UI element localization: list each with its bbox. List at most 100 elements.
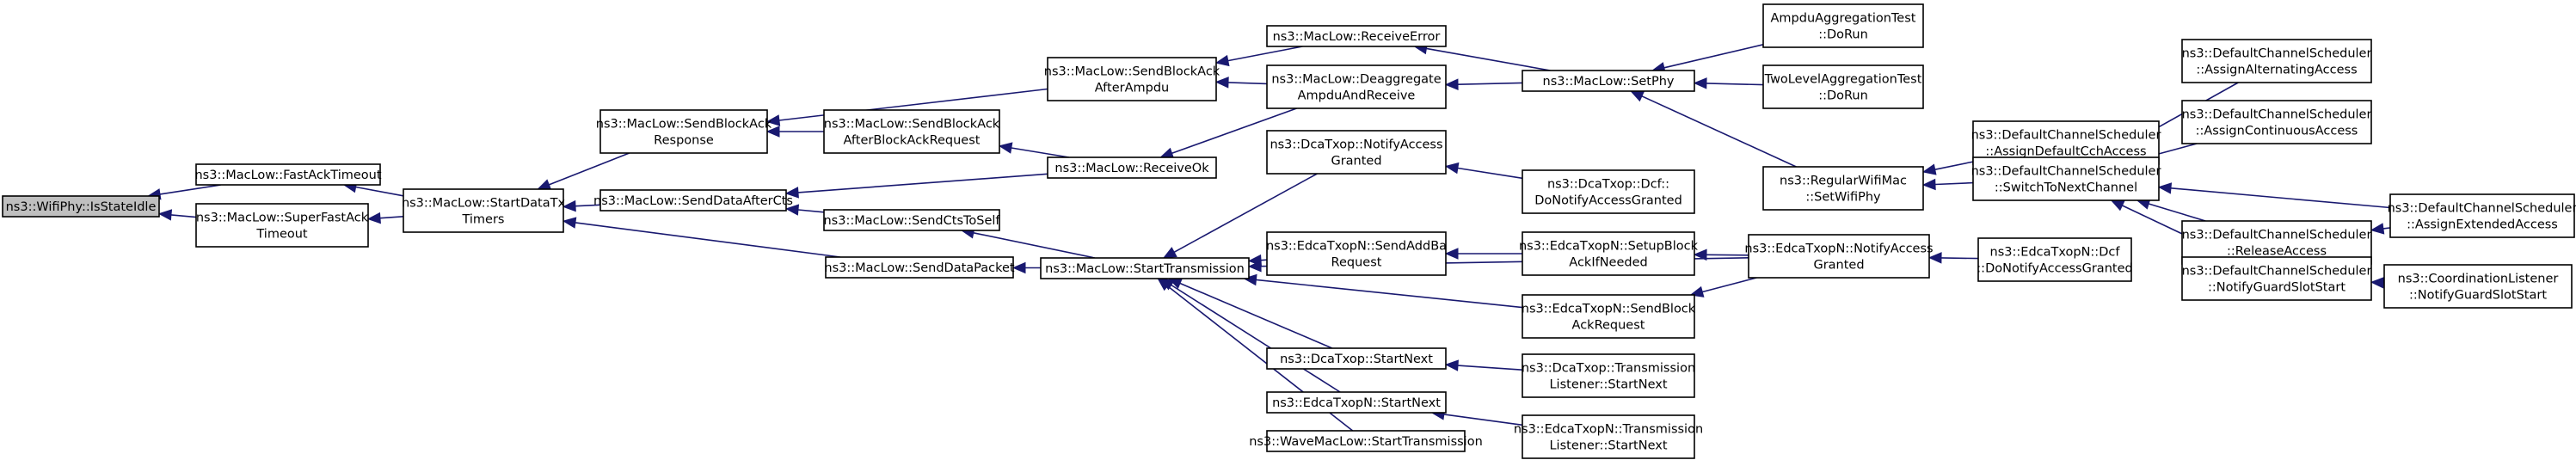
node-label: Timeout: [255, 228, 308, 242]
edge-send-block-ack-response-to-start-data-tx-timers: [537, 152, 630, 190]
edge-assign-extended-access-to-release-access: [2370, 223, 2391, 235]
node-label: ns3::EdcaTxopN::SetupBlock: [1519, 240, 1699, 254]
arrowhead: [1011, 261, 1026, 274]
node-box: [2181, 256, 2372, 301]
node-label: TwoLevelAggregationTest: [1764, 73, 1922, 87]
node-dcf-do-notify-access-granted[interactable]: ns3::DcaTxop::Dcf::DoNotifyAccessGranted: [1522, 169, 1695, 214]
edge-edca-notify-access-granted-to-edca-send-block-ack-request: [1689, 277, 1757, 297]
node-box: [1266, 231, 1447, 276]
node-box: [1266, 430, 1466, 452]
edge-line: [549, 152, 630, 186]
edge-line: [1256, 279, 1523, 309]
edge-line: [1934, 181, 1974, 186]
node-label: ns3::MacLow::ReceiveOk: [1054, 162, 1209, 175]
node-start-transmission[interactable]: ns3::MacLow::StartTransmission: [1040, 257, 1250, 279]
edge-edca-start-next-to-start-transmission: [1159, 278, 1341, 393]
node-dca-notify-access-granted[interactable]: ns3::DcaTxop::NotifyAccessGranted: [1266, 130, 1447, 175]
arrowhead: [765, 114, 781, 126]
node-label: ns3::EdcaTxopN::Transmission: [1514, 423, 1703, 437]
node-send-data-after-cts[interactable]: ns3::MacLow::SendDataAfterCts: [593, 189, 793, 212]
node-box: [2181, 100, 2372, 144]
node-wave-start-transmission[interactable]: ns3::WaveMacLow::StartTransmission: [1249, 430, 1483, 452]
node-label: ns3::DcaTxop::NotifyAccess: [1270, 138, 1442, 152]
edge-line: [2170, 187, 2391, 209]
edge-line: [379, 216, 404, 219]
node-box: [1762, 64, 1924, 109]
node-assign-extended-access[interactable]: ns3::DefaultChannelScheduler::AssignExte…: [2388, 193, 2576, 238]
arrowhead: [2370, 277, 2384, 289]
node-label: ns3::EdcaTxopN::NotifyAccess: [1744, 242, 1933, 256]
arrowhead: [784, 204, 800, 216]
node-edca-dcf-do-notify-access-granted[interactable]: ns3::EdcaTxopN::Dcf::DoNotifyAccessGrant…: [1977, 237, 2133, 282]
node-label: ns3::MacLow::SendBlockAck: [596, 118, 772, 132]
node-coordination-listener-notify-guard-slot-start[interactable]: ns3::CoordinationListener::NotifyGuardSl…: [2383, 264, 2573, 309]
node-label: ::DoRun: [1818, 28, 1868, 42]
node-label: AckIfNeeded: [1569, 256, 1647, 270]
node-label: ns3::MacLow::FastAckTimeout: [194, 169, 381, 182]
edge-edca-notify-access-granted-to-edca-setup-block-ack-if-needed: [1693, 248, 1749, 261]
node-notify-guard-slot-start[interactable]: ns3::DefaultChannelScheduler::NotifyGuar…: [2181, 256, 2372, 301]
node-box: [195, 163, 381, 186]
edge-assign-default-cch-access-to-regular-wifi-mac-set-wifi-phy: [1921, 161, 1974, 175]
node-receive-ok[interactable]: ns3::MacLow::ReceiveOk: [1047, 156, 1217, 179]
node-edca-notify-access-granted[interactable]: ns3::EdcaTxopN::NotifyAccessGranted: [1744, 234, 1934, 279]
node-dca-transmission-listener-start-next[interactable]: ns3::DcaTxop::TransmissionListener::Star…: [1522, 353, 1695, 398]
edge-coordination-listener-notify-guard-slot-start-to-notify-guard-slot-start: [2370, 277, 2384, 289]
node-label: ns3::DefaultChannelScheduler: [1971, 129, 2161, 143]
node-label: ::AssignAlternatingAccess: [2196, 64, 2357, 77]
node-box: [1522, 169, 1695, 214]
node-fast-ack-timeout[interactable]: ns3::MacLow::FastAckTimeout: [194, 163, 382, 186]
node-label: ns3::DefaultChannelScheduler: [2182, 108, 2372, 122]
node-switch-to-next-channel[interactable]: ns3::DefaultChannelScheduler::SwitchToNe…: [1971, 156, 2161, 201]
node-send-data-packet[interactable]: ns3::MacLow::SendDataPacket: [824, 256, 1015, 279]
node-label: Granted: [1813, 259, 1864, 273]
node-ampdu-aggregation-test-do-run[interactable]: AmpduAggregationTest::DoRun: [1762, 3, 1924, 48]
edge-line: [1663, 44, 1764, 69]
node-box: [1266, 347, 1447, 370]
arrowhead: [562, 199, 576, 212]
node-label: ::DoNotifyAccessGranted: [1977, 262, 2132, 276]
node-send-cts-to-self[interactable]: ns3::MacLow::SendCtsToSelf: [823, 209, 1000, 231]
graph-nodes: ns3::WifiPhy::IsStateIdle ns3::MacLow::Fa…: [2, 3, 2576, 459]
node-receive-error[interactable]: ns3::MacLow::ReceiveError: [1266, 25, 1447, 47]
node-assign-continuous-access[interactable]: ns3::DefaultChannelScheduler::AssignCont…: [2181, 100, 2372, 144]
arrowhead: [1921, 178, 1936, 191]
node-label: DoNotifyAccessGranted: [1534, 194, 1682, 208]
node-label: ns3::DefaultChannelScheduler: [2182, 229, 2372, 242]
node-box: [1266, 64, 1447, 109]
edge-line: [797, 173, 1048, 193]
node-label: ns3::MacLow::SendBlockAck: [824, 118, 1000, 132]
node-regular-wifi-mac-set-wifi-phy[interactable]: ns3::RegularWifiMac::SetWifiPhy: [1762, 166, 1924, 211]
arrowhead: [784, 187, 799, 199]
edge-line: [1011, 147, 1070, 158]
edge-receive-ok-to-send-data-after-cts: [784, 173, 1048, 199]
node-label: ::AssignDefaultCchAccess: [1985, 145, 2146, 159]
node-assign-alternating-access[interactable]: ns3::DefaultChannelScheduler::AssignAlte…: [2181, 39, 2372, 83]
edge-send-data-after-cts-to-start-data-tx-timers: [562, 199, 601, 212]
node-box: [403, 188, 564, 233]
node-is-state-idle[interactable]: ns3::WifiPhy::IsStateIdle: [2, 195, 160, 218]
node-label: ::DoRun: [1818, 89, 1868, 103]
node-box: [1522, 353, 1695, 398]
node-label: ns3::WifiPhy::IsStateIdle: [6, 200, 157, 214]
edge-line: [1173, 173, 1318, 254]
node-box: [1522, 231, 1695, 276]
node-two-level-aggregation-test-do-run[interactable]: TwoLevelAggregationTest::DoRun: [1762, 64, 1924, 109]
node-set-phy[interactable]: ns3::MacLow::SetPhy: [1522, 70, 1695, 92]
edge-deaggregate-ampdu-and-receive-to-receive-ok: [1159, 107, 1297, 159]
edge-dca-transmission-listener-start-next-to-dca-start-next: [1444, 359, 1523, 371]
arrowhead: [1630, 90, 1645, 102]
node-edca-transmission-listener-start-next[interactable]: ns3::EdcaTxopN::TransmissionListener::St…: [1514, 414, 1703, 459]
node-dca-start-next[interactable]: ns3::DcaTxop::StartNext: [1266, 347, 1447, 370]
node-edca-start-next[interactable]: ns3::EdcaTxopN::StartNext: [1266, 391, 1447, 414]
node-send-block-ack-after-block-ack-request[interactable]: ns3::MacLow::SendBlockAckAfterBlockAckRe…: [823, 109, 1000, 154]
edge-line: [1443, 414, 1523, 426]
